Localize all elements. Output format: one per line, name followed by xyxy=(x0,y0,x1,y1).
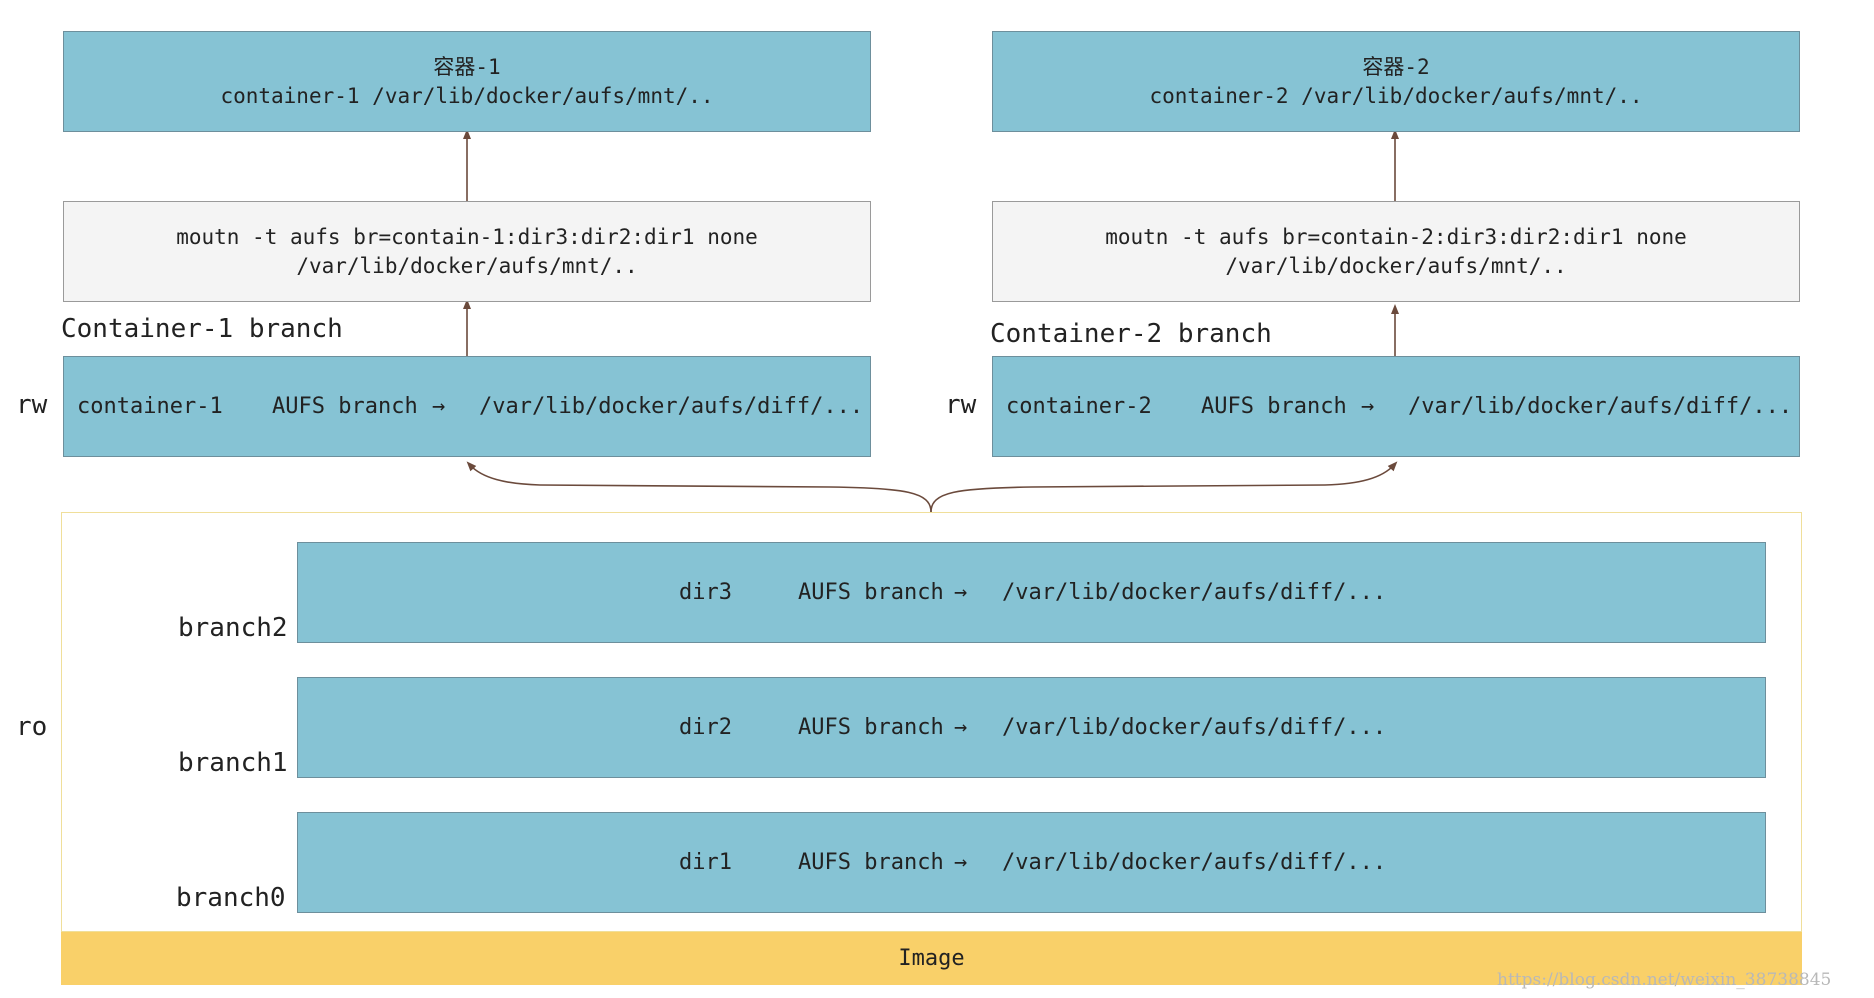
ro-label: ro xyxy=(16,712,48,742)
branch1-kind: AUFS branch xyxy=(798,715,944,740)
brace-to-rw2 xyxy=(930,461,1398,513)
rw-2-branch-kind: AUFS branch xyxy=(1201,394,1347,419)
image-layer-bar: Image xyxy=(61,932,1802,985)
container-2-box: 容器-2 container-2 /var/lib/docker/aufs/mn… xyxy=(992,31,1800,132)
branch1-dir: dir2 xyxy=(679,715,732,740)
branch2-kind: AUFS branch xyxy=(798,580,944,605)
container-1-branch-label: Container-1 branch xyxy=(61,314,343,344)
rw-2-dir: container-2 xyxy=(1006,394,1152,419)
rw-2-path: /var/lib/docker/aufs/diff/... xyxy=(1408,394,1793,419)
rw-1-arrow-icon: → xyxy=(432,394,446,419)
branch2-path: /var/lib/docker/aufs/diff/... xyxy=(1002,580,1387,605)
container-1-mount-path: container-1 /var/lib/docker/aufs/mnt/.. xyxy=(220,83,714,108)
branch1-layer: dir2 AUFS branch → /var/lib/docker/aufs/… xyxy=(297,677,1766,778)
rw-1-path: /var/lib/docker/aufs/diff/... xyxy=(479,394,864,419)
rw-label-2: rw xyxy=(945,390,977,420)
rw-1-dir: container-1 xyxy=(77,394,223,419)
branch1-arrow-icon: → xyxy=(954,715,968,740)
branch0-path: /var/lib/docker/aufs/diff/... xyxy=(1002,850,1387,875)
mount-command-1-box: moutn -t aufs br=contain-1:dir3:dir2:dir… xyxy=(63,201,871,302)
branch2-label: branch2 xyxy=(178,613,288,643)
rw-2-arrow-icon: → xyxy=(1361,394,1375,419)
branch2-layer: dir3 AUFS branch → /var/lib/docker/aufs/… xyxy=(297,542,1766,643)
container-1-rw-layer: container-1 AUFS branch → /var/lib/docke… xyxy=(63,356,871,457)
container-2-mount-path: container-2 /var/lib/docker/aufs/mnt/.. xyxy=(1149,83,1643,108)
branch2-arrow-icon: → xyxy=(954,580,968,605)
branch0-layer: dir1 AUFS branch → /var/lib/docker/aufs/… xyxy=(297,812,1766,913)
container-1-box: 容器-1 container-1 /var/lib/docker/aufs/mn… xyxy=(63,31,871,132)
brace-to-rw1 xyxy=(466,461,932,513)
container-1-title: 容器-1 xyxy=(433,54,501,79)
rw-label-1: rw xyxy=(16,390,48,420)
branch0-dir: dir1 xyxy=(679,850,732,875)
mount-command-2-box: moutn -t aufs br=contain-2:dir3:dir2:dir… xyxy=(992,201,1800,302)
branch2-dir: dir3 xyxy=(679,580,732,605)
image-label: Image xyxy=(898,946,965,971)
mount-command-2-line2: /var/lib/docker/aufs/mnt/.. xyxy=(1225,253,1567,278)
branch0-arrow-icon: → xyxy=(954,850,968,875)
branch1-label: branch1 xyxy=(178,748,288,778)
branch0-label: branch0 xyxy=(176,883,286,913)
rw-1-branch-kind: AUFS branch xyxy=(272,394,418,419)
mount-command-1-line2: /var/lib/docker/aufs/mnt/.. xyxy=(296,253,638,278)
watermark: https://blog.csdn.net/weixin_38738845 xyxy=(1497,970,1832,990)
container-2-title: 容器-2 xyxy=(1362,54,1430,79)
branch1-path: /var/lib/docker/aufs/diff/... xyxy=(1002,715,1387,740)
container-2-rw-layer: container-2 AUFS branch → /var/lib/docke… xyxy=(992,356,1800,457)
container-2-branch-label: Container-2 branch xyxy=(990,319,1272,349)
branch0-kind: AUFS branch xyxy=(798,850,944,875)
mount-command-2-line1: moutn -t aufs br=contain-2:dir3:dir2:dir… xyxy=(1105,224,1687,249)
mount-command-1-line1: moutn -t aufs br=contain-1:dir3:dir2:dir… xyxy=(176,224,758,249)
